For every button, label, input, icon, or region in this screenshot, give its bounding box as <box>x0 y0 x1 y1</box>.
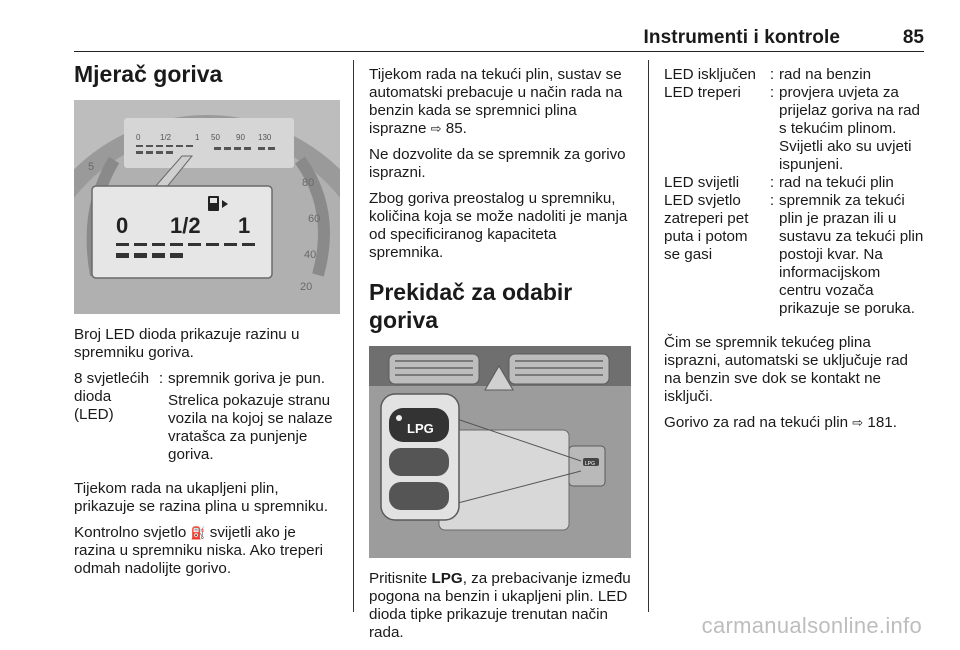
column-3: LED isključen : rad na benzin LED treper… <box>664 66 926 440</box>
column-1: Mjerač goriva 0 1/2 1 50 90 130 0 <box>74 60 340 586</box>
press-lpg-bold: LPG <box>431 570 463 587</box>
fuel-selector-heading: Prekidač za odabir goriva <box>369 279 573 333</box>
led-colon: : <box>158 370 164 387</box>
led-on-colon: : <box>769 174 775 191</box>
led-term: 8 svjetlećih dioda (LED) <box>74 370 150 423</box>
fuel-pump-icon: ⛽ <box>190 526 206 540</box>
fuel-gauge-heading: Mjerač goriva <box>74 61 223 87</box>
scale-40: 40 <box>304 249 316 261</box>
top-label-half: 1/2 <box>160 133 172 142</box>
intro-text: Broj LED dioda prikazuje razinu u spremn… <box>74 326 300 361</box>
led-on-term: LED svijetli <box>664 174 740 191</box>
led-off-desc: rad na benzin <box>779 66 872 83</box>
fuel-reference-text: Gorivo za rad na tekući plin ⇨ 181. <box>664 414 926 432</box>
zoom-label-half: 1/2 <box>170 213 201 238</box>
page-number: 85 <box>902 27 924 48</box>
small-lpg-label: LPG <box>585 461 595 467</box>
press-lpg-text: Pritisnite LPG, za prebacivanje između p… <box>369 570 633 642</box>
header-rule <box>74 51 924 52</box>
led-state-off: LED isključen : rad na benzin <box>664 66 926 84</box>
top-label-50: 50 <box>211 133 220 142</box>
scale-80: 80 <box>302 177 314 189</box>
led-five-flash-colon: : <box>769 192 775 209</box>
section-title: Instrumenti i kontrole <box>643 27 840 48</box>
auto-petrol-text: Čim se spremnik tekućeg plina isprazni, … <box>664 334 908 405</box>
watermark: carmanualsonline.info <box>701 613 922 638</box>
led-flashing-colon: : <box>769 84 775 101</box>
reference-arrow-icon: ⇨ <box>430 121 442 136</box>
fuel-gauge-figure: 0 1/2 1 50 90 130 0 1/2 1 <box>74 100 340 314</box>
reference-arrow-icon: ⇨ <box>852 415 864 430</box>
zoom-label-0: 0 <box>116 213 128 238</box>
led-on-desc: rad na tekući plin <box>779 174 894 191</box>
column-divider-1 <box>353 60 354 612</box>
zoom-label-1: 1 <box>238 213 250 238</box>
column-divider-2 <box>648 60 649 612</box>
scale-60: 60 <box>308 213 320 225</box>
fuel-selector-figure: LPG LPG <box>369 346 631 558</box>
press-pre: Pritisnite <box>369 570 428 587</box>
led-off-term: LED isključen <box>664 66 757 83</box>
top-label-90: 90 <box>236 133 245 142</box>
fuel-ref-number: 181. <box>867 414 897 431</box>
warning-post: svijetli ako je razina u spremniku niska… <box>74 524 324 577</box>
led-state-five-flash: LED svjetlo zatreperi pet puta i potom s… <box>664 192 926 318</box>
led-desc-2: Strelica pokazuje stranu vozila na kojoj… <box>168 392 333 463</box>
column-2: Tijekom rada na tekući plin, sustav se a… <box>369 66 633 650</box>
led-flashing-term: LED treperi <box>664 84 741 101</box>
auto-switch-ref: 85. <box>445 120 467 137</box>
lpg-button-label: LPG <box>407 421 434 436</box>
press-post: , za prebacivanje između pogona na benzi… <box>369 570 631 641</box>
led-five-flash-desc: spremnik za tekući plin je prazan ili u … <box>779 192 924 317</box>
residual-text: Zbog goriva preostalog u spremniku, koli… <box>369 190 628 261</box>
top-label-0: 0 <box>136 133 141 142</box>
warning-pre: Kontrolno svjetlo <box>74 524 187 541</box>
led-definition: 8 svjetlećih dioda (LED) : spremnik gori… <box>74 370 340 472</box>
led-description: spremnik goriva je pun. Strelica pokazuj… <box>168 370 340 472</box>
lpg-level-text: Tijekom rada na ukapljeni plin, prikazuj… <box>74 480 329 515</box>
scale-20: 20 <box>300 281 312 293</box>
fuel-ref-pre: Gorivo za rad na tekući plin <box>664 414 849 431</box>
auto-switch-text: Tijekom rada na tekući plin, sustav se a… <box>369 66 633 138</box>
auto-switch-body: Tijekom rada na tekući plin, sustav se a… <box>369 66 623 137</box>
zoom-fuel-pump-icon <box>208 196 228 211</box>
top-label-130: 130 <box>258 133 272 142</box>
top-label-1: 1 <box>195 133 200 142</box>
no-empty-text: Ne dozvolite da se spremnik za gorivo is… <box>369 146 626 181</box>
led-five-flash-term: LED svjetlo zatreperi pet puta i potom s… <box>664 192 749 263</box>
led-flashing-desc: provjera uvjeta za prijelaz goriva na ra… <box>779 84 920 173</box>
led-off-colon: : <box>769 66 775 83</box>
led-state-flashing: LED treperi : provjera uvjeta za prijela… <box>664 84 926 174</box>
led-desc-1: spremnik goriva je pun. <box>168 370 326 387</box>
led-state-on: LED svijetli : rad na tekući plin <box>664 174 926 192</box>
scale-5: 5 <box>88 161 94 173</box>
warning-text: Kontrolno svjetlo ⛽ svijetli ako je razi… <box>74 524 340 578</box>
